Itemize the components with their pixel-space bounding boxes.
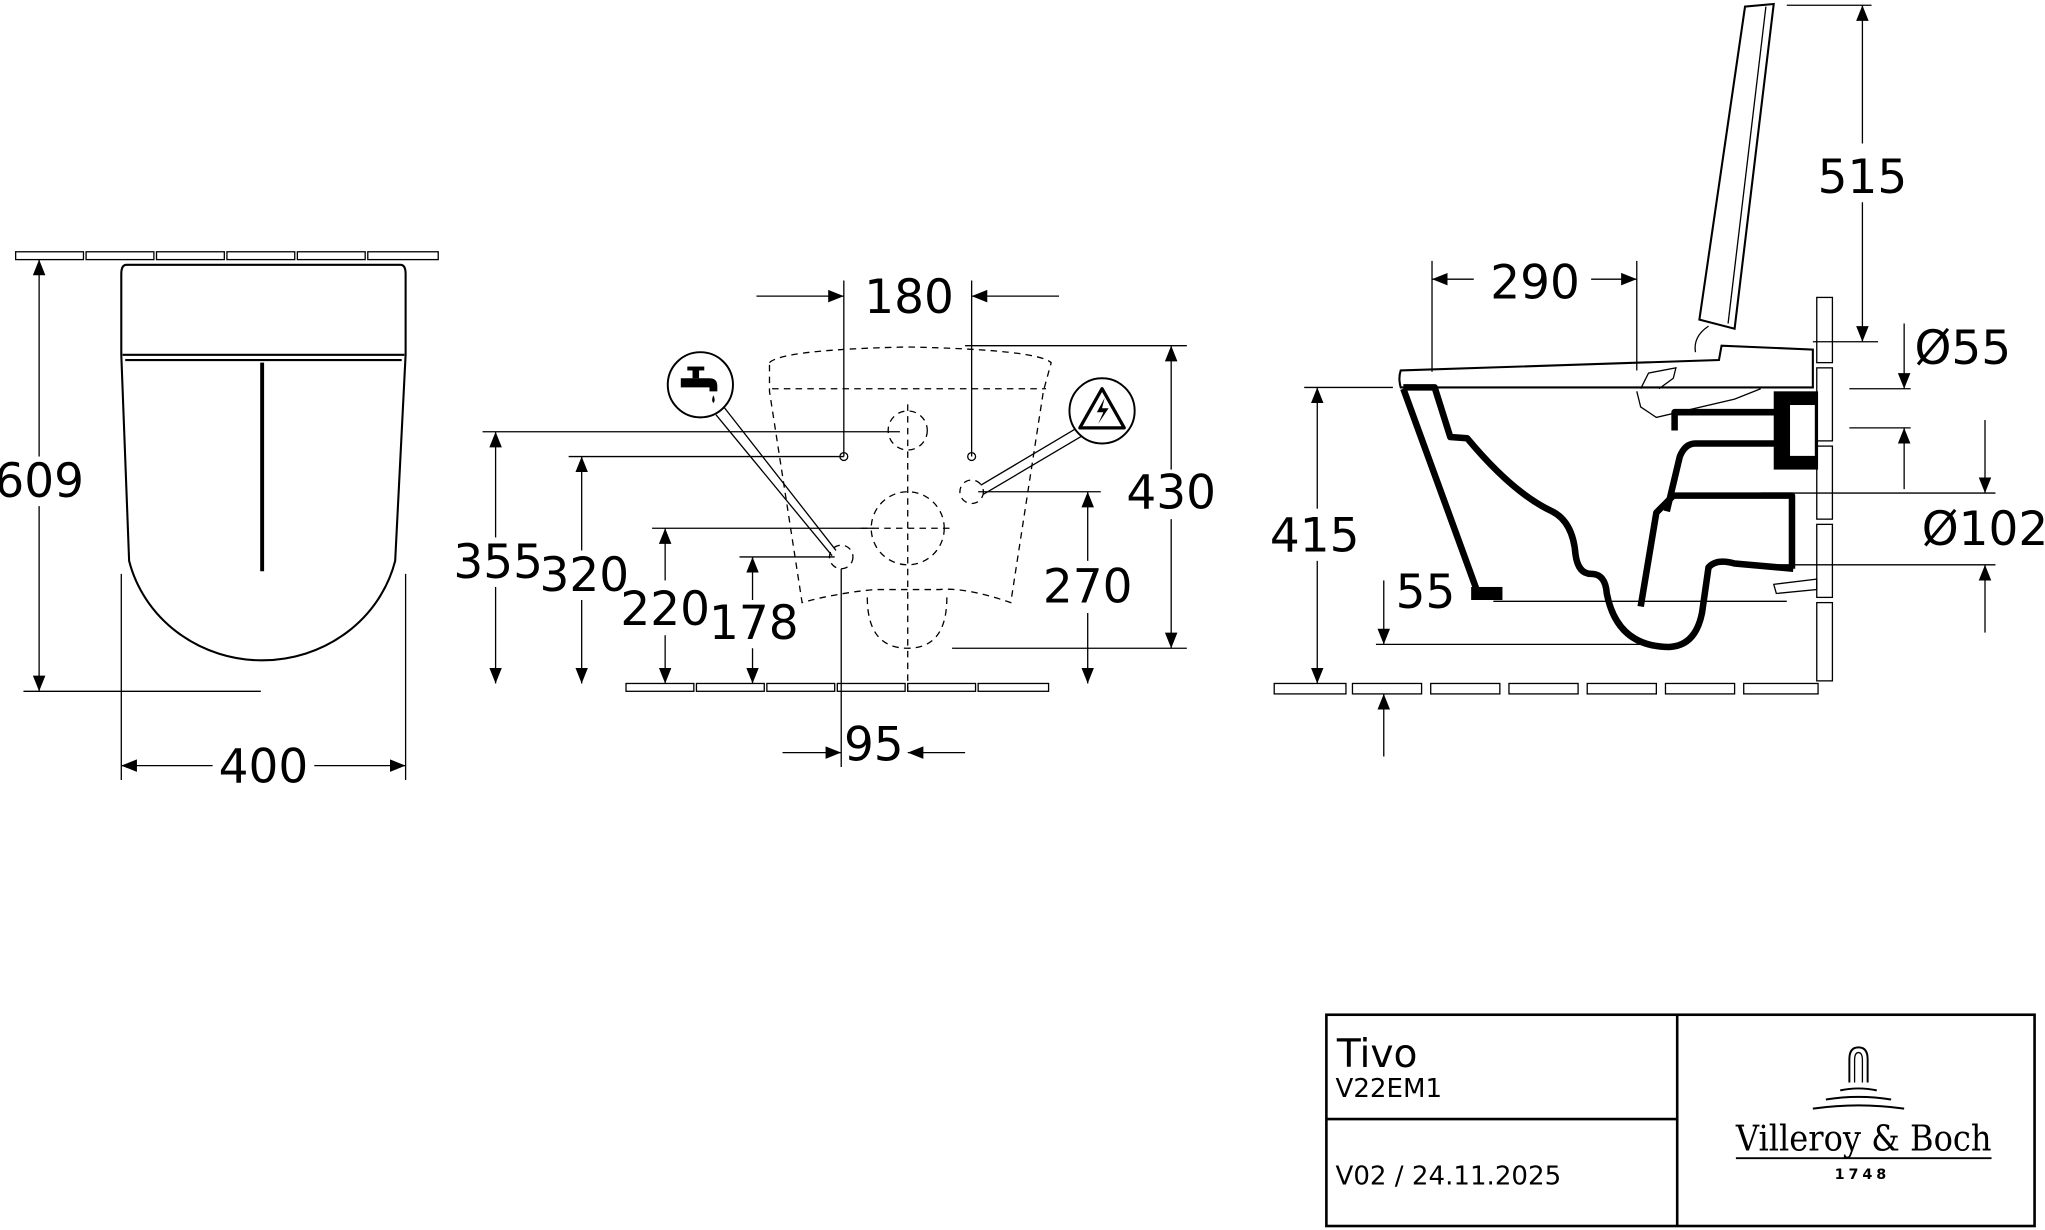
installation-view: 180 430 355 320 220 178 270 95 — [453, 270, 1216, 772]
version-date: V02 / 24.11.2025 — [1336, 1161, 1562, 1191]
article-number: V22EM1 — [1336, 1074, 1443, 1104]
dim-290: 290 — [1490, 256, 1580, 311]
svg-text:1748: 1748 — [1835, 1167, 1891, 1183]
svg-text:Villeroy & Boch: Villeroy & Boch — [1735, 1118, 1992, 1159]
bowl-outer — [1403, 384, 1794, 651]
dim-515: 515 — [1818, 150, 1908, 205]
dim-270: 270 — [1043, 560, 1133, 615]
title-block: Tivo V22EM1 V02 / 24.11.2025 Villeroy & … — [1325, 1013, 2036, 1228]
dim-95: 95 — [844, 717, 904, 772]
dim-430: 430 — [1126, 466, 1216, 521]
dim-220: 220 — [620, 582, 710, 637]
dim-415: 415 — [1270, 509, 1360, 564]
toilet-body-front — [120, 263, 407, 662]
dim-178: 178 — [709, 596, 799, 651]
dim-diameter-55: Ø55 — [1914, 321, 2011, 376]
product-name: Tivo — [1336, 1032, 1418, 1077]
seat-lid — [1698, 2, 1775, 331]
dim-180: 180 — [864, 270, 954, 325]
villeroy-boch-logo: Villeroy & Boch 1748 — [1735, 1046, 1992, 1183]
front-view: 609 400 — [0, 251, 439, 795]
dim-width-400: 400 — [219, 740, 309, 795]
floor-tiles-side — [1273, 682, 1819, 695]
dim-55: 55 — [1396, 565, 1456, 620]
seat — [1398, 344, 1814, 389]
dim-320: 320 — [539, 548, 629, 603]
dim-diameter-102: Ø102 — [1922, 502, 2045, 557]
electrical-warning-icon — [1068, 377, 1136, 445]
floor-tiles — [625, 682, 1050, 692]
wall-tiles-side — [1816, 296, 1834, 682]
dim-height-609: 609 — [0, 454, 84, 509]
side-view: 290 515 Ø55 Ø102 415 55 — [1270, 2, 2045, 757]
water-tap-icon — [666, 351, 734, 419]
wall-tiles — [14, 251, 439, 261]
dim-355: 355 — [453, 535, 543, 590]
